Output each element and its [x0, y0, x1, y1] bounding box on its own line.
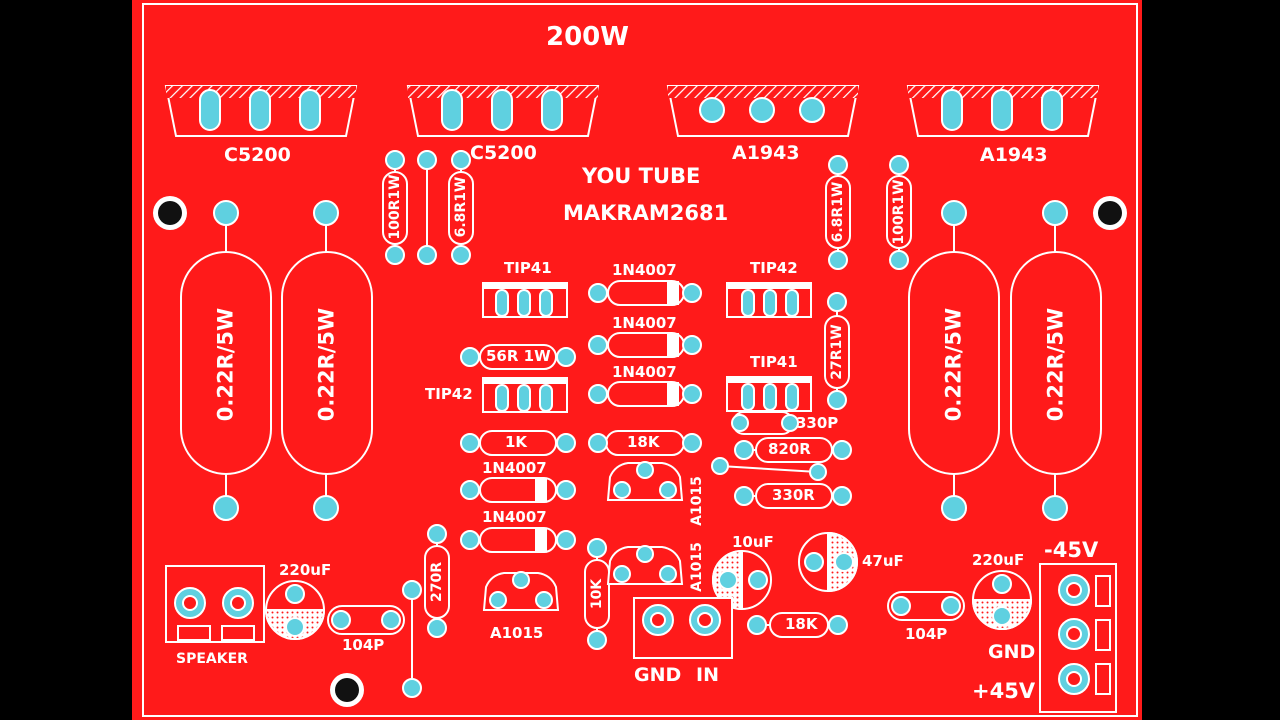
resistor-56r-label: 56R 1W [486, 347, 551, 365]
power-resistor-4-label: 0.22R/5W [1043, 307, 1068, 422]
capacitor-47u-label: 47uF [862, 552, 904, 570]
diode-d4-label: 1N4007 [482, 459, 547, 477]
capacitor-104p-left-label: 104P [342, 636, 385, 654]
resistor-27r-label: 27R1W [829, 324, 845, 380]
resistor-18k-bottom-label: 18K [785, 615, 818, 633]
diode-d3-label: 1N4007 [612, 363, 677, 381]
diode-d5-label: 1N4007 [482, 508, 547, 526]
pad-group [199, 89, 1063, 412]
mounting-hole [1093, 196, 1127, 230]
gnd-input-label: GND [634, 664, 682, 686]
power-resistor [180, 213, 1102, 508]
transistor-q3-label: A1943 [732, 142, 800, 164]
resistor-68r-left-label: 6.8R1W [453, 176, 469, 238]
power-resistor-2-label: 0.22R/5W [314, 307, 339, 422]
transistor-q2-label: C5200 [470, 142, 537, 164]
pos-supply-label: +45V [972, 679, 1036, 703]
power-resistor-1-label: 0.22R/5W [213, 307, 238, 422]
resistor-vertical [382, 160, 912, 640]
power-resistor-3-label: 0.22R/5W [941, 307, 966, 422]
gnd-power-label: GND [988, 641, 1036, 663]
transistor-q1-label: C5200 [224, 144, 291, 166]
mounting-hole [330, 673, 364, 707]
small-transistor-a1015-left-label: A1015 [490, 624, 544, 642]
resistor-330r-label: 330R [772, 486, 815, 504]
small-transistor-a1015-mid-label: A1015 [689, 542, 705, 592]
resistor-18k-top-label: 18K [627, 433, 660, 451]
transistor-q4-label: A1943 [980, 144, 1048, 166]
resistor-820r-label: 820R [768, 440, 811, 458]
neg-supply-label: -45V [1044, 538, 1099, 562]
tip41-right-label: TIP41 [750, 353, 798, 371]
credit-line-2: MAKRAM2681 [563, 201, 729, 225]
diode-d1-label: 1N4007 [612, 261, 677, 279]
resistor-100r-left-label: 100R1W [387, 174, 403, 240]
in-label: IN [696, 664, 719, 686]
capacitor-220u-right-label: 220uF [972, 551, 1025, 569]
board-outline [142, 3, 1138, 717]
credit-line-1: YOU TUBE [582, 164, 701, 188]
speaker-label: SPEAKER [176, 651, 248, 667]
terminal-pad [174, 574, 1090, 695]
resistor-68r-right-label: 6.8R1W [830, 181, 846, 243]
mounting-hole [153, 196, 187, 230]
resistor-270r-label: 270R [429, 562, 445, 603]
capacitor-330p-label: 330P [796, 414, 839, 432]
pad-round [213, 97, 1068, 698]
electrolytic-capacitor [264, 531, 1033, 640]
tip42-left-label: TIP42 [425, 385, 473, 403]
resistor-1k-label: 1K [505, 433, 528, 451]
diode-d2-label: 1N4007 [612, 314, 677, 332]
capacitor-220u-left-label: 220uF [279, 561, 332, 579]
capacitor-104p-right-label: 104P [905, 625, 948, 643]
resistor-100r-right-label: 100R1W [891, 179, 907, 245]
capacitor-10u-label: 10uF [732, 533, 774, 551]
tip42-right-label: TIP42 [750, 259, 798, 277]
diode [470, 280, 692, 553]
tip41-left-label: TIP41 [504, 259, 552, 277]
resistor-10k-label: 10K [589, 578, 605, 610]
board-title: 200W [546, 22, 629, 52]
